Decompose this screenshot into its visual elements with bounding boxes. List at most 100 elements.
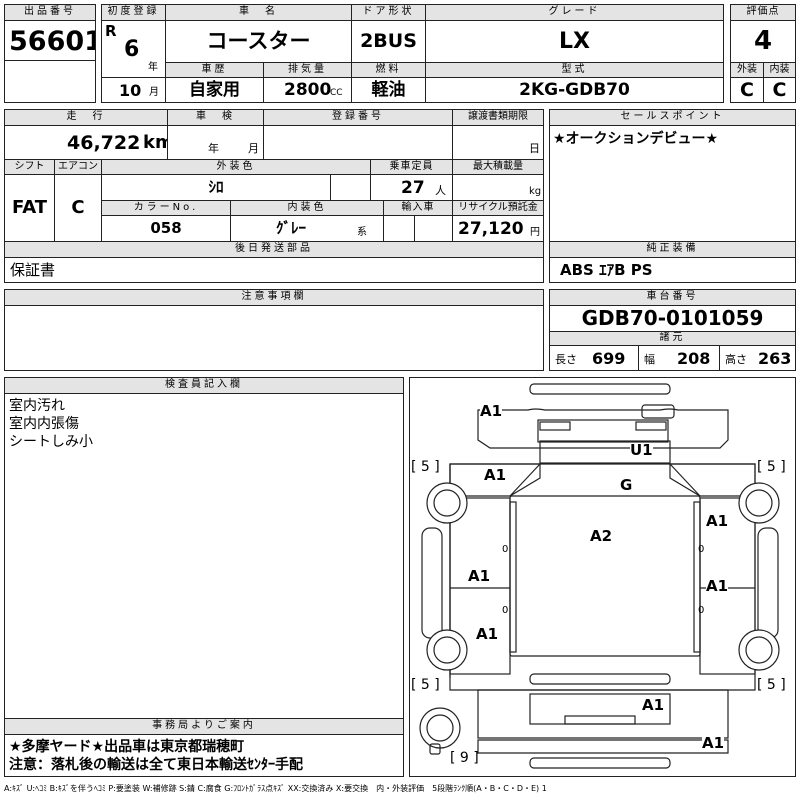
score: 4 [753,26,773,56]
damage-mark: A1 [476,625,499,643]
damage-mark: A1 [484,466,507,484]
score-cell: 4 [730,20,796,63]
door-cell: 2BUS [351,20,426,63]
legend: A:ｷｽﾞ U:ﾍｺﾐ B:ｷｽﾞを伴うﾍｺﾐ P:要塗装 W:補修跡 S:錆 … [4,784,547,793]
load-cell: kg [452,174,544,201]
exterior-grade-header: 外装 [730,62,764,78]
displacement: 2800 [284,80,332,100]
tire-depth: [ 5 ] [757,459,786,475]
later-parts-header: 後日発送部品 [4,241,544,258]
zero-mark: 0 [698,544,705,555]
displacement-header: 排気量 [263,62,352,78]
damage-mark: A1 [706,512,729,530]
inspection-year-unit: 年 [208,142,219,155]
damage-mark: A1 [468,567,491,585]
zero-mark: 0 [698,605,705,616]
sales-point-cell: ★オークションデビュー★ [549,125,796,258]
width: 208 [677,349,711,368]
damage-mark: A2 [590,527,613,545]
ac: C [71,197,85,218]
inspector-cell: 室内汚れ 室内内張傷 シートしみ小 [4,393,404,719]
import-extra-cell [414,215,453,242]
ac-header: エアコン [54,159,102,175]
load-unit: kg [529,186,542,197]
width-label: 幅 [644,353,655,366]
tire-depth: [ 5 ] [411,677,440,693]
model: 2KG-GDB70 [519,80,630,100]
damage-mark: A1 [706,577,729,595]
load-header: 最大積載量 [452,159,544,175]
car-name-cell: コースター [165,20,352,63]
door-type: 2BUS [360,30,417,52]
plate-cell [263,125,453,160]
caution-cell [4,305,544,371]
interior-color-cell: ｸﾞﾚｰ 系 [230,215,384,242]
length-label: 長さ [555,353,577,366]
chassis-number: GDB70-0101059 [581,306,764,330]
interior-grade-cell: C [763,77,796,103]
caution-header: 注意事項欄 [4,289,544,306]
office-line-2: 注意：落札後の輸送は全て東日本輸送ｾﾝﾀｰ手配 [9,757,303,773]
exterior-color: ｼﾛ [208,178,224,196]
capacity-cell: 27 人 [370,174,453,201]
equipment: ABS ｴｱB PS [560,261,653,279]
shift-cell: FAT [4,174,55,242]
equipment-cell: ABS ｴｱB PS [549,257,796,283]
model-cell: 2KG-GDB70 [425,77,724,103]
interior-color-unit: 系 [357,227,367,238]
color-number: 058 [150,219,182,237]
inspector-line: シートしみ小 [9,434,93,450]
tire-depth: [ 9 ] [450,750,479,766]
interior-color: ｸﾞﾚｰ [276,219,307,237]
recycle-cell: 27,120 円 [452,215,544,242]
interior-color-header: 内装色 [230,200,384,216]
grade: LX [559,29,590,54]
first-registration-header: 初度登録 [101,4,166,21]
bus-outline [419,383,780,769]
car-name-header: 車 名 [165,4,352,21]
inspector-header: 検査員記入欄 [4,377,404,394]
exterior-color-cell: ｼﾛ [101,174,331,201]
registration-month-cell: 10 月 [101,77,166,103]
first-registration-cell: R 6 年 [101,20,166,78]
spec-width-cell: 幅 208 [638,345,720,371]
inspector-line: 室内汚れ [9,398,65,414]
mileage-cell: 46,722 km [4,125,168,160]
lot-number-header: 出品番号 [4,4,96,21]
lot-blank-cell [4,60,96,103]
spec-length-cell: 長さ 699 [549,345,639,371]
lot-number: 56601 [9,26,96,57]
length: 699 [592,349,626,368]
model-header: 型式 [425,62,724,78]
recycle-header: リサイクル預託金 [452,200,544,216]
lot-number-cell: 56601 [4,20,96,61]
registration-year: 6 [124,37,140,62]
capacity: 27 [401,178,425,198]
import-header: 輸入車 [383,200,453,216]
zero-mark: 0 [502,544,509,555]
deadline-header: 譲渡書類期限 [452,109,544,126]
later-parts: 保証書 [10,261,56,279]
office-cell: ★多摩ヤード★出品車は東京都瑞穂町 注意：落札後の輸送は全て東日本輸送ｾﾝﾀｰ手… [4,734,404,777]
inspector-line: 室内内張傷 [9,416,79,432]
shift-header: シフト [4,159,55,175]
import-cell [383,215,415,242]
chassis-cell: GDB70-0101059 [549,305,796,332]
sales-point-header: セールスポイント [549,109,796,126]
damage-mark: G [620,476,633,494]
displacement-cell: 2800 CC [263,77,352,103]
history-cell: 自家用 [165,77,264,103]
capacity-unit: 人 [435,184,446,197]
inspection-header: 車 検 [167,109,264,126]
office-line-1: ★多摩ヤード★出品車は東京都瑞穂町 [9,739,245,755]
mileage-unit: km [143,132,167,153]
tire-depth: [ 5 ] [757,677,786,693]
registration-year-unit: 年 [148,62,158,73]
registration-era: R [105,22,117,40]
plate-header: 登録番号 [263,109,453,126]
height: 263 [758,349,792,368]
history: 自家用 [189,80,240,100]
grade-cell: LX [425,20,724,63]
damage-mark: A1 [480,402,503,420]
deadline-day-unit: 日 [529,142,540,155]
